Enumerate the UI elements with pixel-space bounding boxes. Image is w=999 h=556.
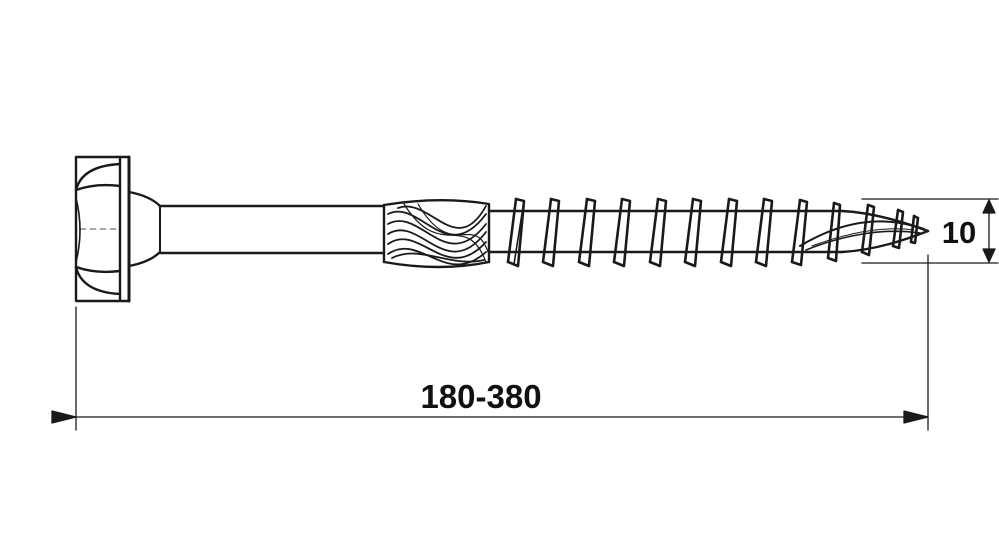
hex-facet-bottom	[74, 265, 122, 274]
hex-facet-top	[74, 162, 122, 192]
length-label: 180-380	[420, 378, 541, 415]
diameter-arrow-bottom	[982, 248, 996, 263]
diameter-arrow-top	[982, 199, 996, 214]
screw-milling-zone	[382, 199, 491, 269]
screw-underhead	[127, 190, 162, 268]
length-arrow-right	[903, 410, 929, 424]
screw-threads	[506, 197, 920, 268]
screw-shank	[158, 204, 386, 255]
screw-tip	[799, 209, 930, 254]
length-arrow-left	[51, 410, 77, 424]
length-dimension	[51, 254, 929, 431]
diameter-dimension	[861, 198, 999, 264]
diameter-label: 10	[942, 215, 976, 250]
screw-head	[74, 155, 131, 303]
